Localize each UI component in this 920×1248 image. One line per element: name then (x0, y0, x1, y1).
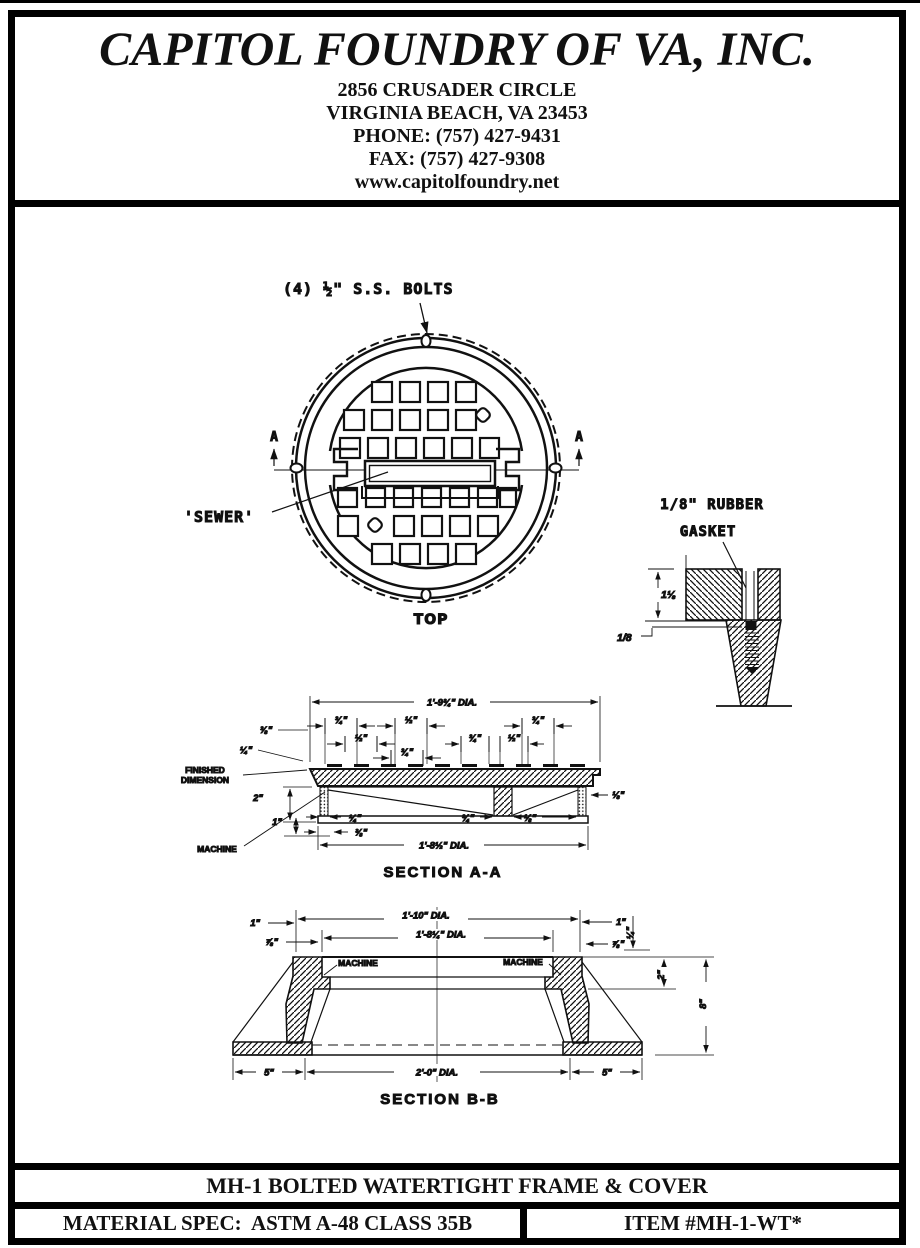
bb-dia-seat: 1'-8¼" DIA. (416, 930, 466, 941)
bb-dim-1-right: 1" (616, 917, 626, 928)
bb-dia-top: 1'-10" DIA. (402, 911, 449, 922)
phone-line: PHONE: (757) 427-9431 (353, 125, 561, 147)
address-line1: 2856 CRUSADER CIRCLE (337, 79, 577, 101)
aa-dim-r2b: ¾" (469, 733, 482, 744)
technical-drawing: A A (180, 280, 792, 1109)
section-marker-a-left: A (270, 430, 278, 445)
title-block-row: MATERIAL SPEC: ASTM A-48 CLASS 35B ITEM … (15, 1202, 899, 1238)
aa-bdim-34: ¾" (462, 813, 475, 824)
cover-cross-section (685, 568, 743, 621)
frame-wall-right (544, 956, 590, 1044)
surface-pattern-dashes (327, 764, 585, 767)
website-line: www.capitolfoundry.net (354, 171, 560, 193)
gasket-label-line2: GASKET (680, 524, 737, 540)
aa-dim-r2a: ½" (355, 733, 368, 744)
aa-dim-18-right: ⅛" (612, 790, 625, 801)
section-bb: MACHINE MACHINE 1'-10" DIA. 1'-8¼" DIA. (232, 907, 714, 1109)
sewer-label: 'SEWER' (184, 508, 254, 526)
gasket-dim-cover: 1⅛ (661, 589, 676, 601)
aa-dim-r3: ¾" (401, 747, 414, 758)
bb-dim-78-right: ⅞" (612, 939, 625, 950)
aa-dim-r1c: ¾" (532, 715, 545, 726)
bb-dim-78-left: ⅞" (266, 937, 279, 948)
address-line2: VIRGINIA BEACH, VA 23453 (326, 102, 588, 124)
cover-plate (308, 768, 601, 787)
item-number: ITEM #MH-1-WT* (624, 1211, 802, 1235)
aa-dim-38: ⅜" (260, 725, 273, 736)
item-number-cell: ITEM #MH-1-WT* (527, 1209, 899, 1238)
sewer-slot (363, 459, 497, 488)
bolts-label: (4) ½" S.S. BOLTS (283, 280, 454, 298)
section-aa: 1'-9¾" DIA. ¾" ½" ¾" (180, 696, 625, 882)
bb-dim-quarter: ¼" (625, 926, 636, 939)
drawing-area: A A (15, 207, 899, 1163)
aa-dim-r2c: ½" (508, 733, 521, 744)
left-rib (319, 786, 329, 817)
top-view-label: TOP (414, 612, 449, 628)
gasket-label-line1: 1/8" RUBBER (660, 497, 764, 513)
page-border-frame: CAPITOL FOUNDRY OF VA, INC. 2856 CRUSADE… (8, 10, 906, 1245)
aa-dim-r1b: ½" (405, 715, 418, 726)
left-bracket (332, 447, 358, 492)
machine-label-bb-right: MACHINE (503, 957, 543, 967)
aa-dia-bottom: 1'-8½" DIA. (419, 841, 469, 852)
center-rib (493, 786, 513, 817)
bb-base-dia: 2'-0" DIA. (415, 1068, 458, 1079)
bolt-threads (745, 632, 759, 674)
fax-line: FAX: (757) 427-9308 (368, 148, 546, 170)
machine-label-aa: MACHINE (197, 844, 237, 854)
company-header: CAPITOL FOUNDRY OF VA, INC. 2856 CRUSADE… (15, 17, 899, 200)
aa-bdim-38: ⅜" (355, 828, 368, 839)
finished-dimension-label-2: DIMENSION (181, 775, 229, 785)
gasket-detail: 1/8" RUBBER GASKET (617, 497, 792, 707)
aa-bdim-14: ¼" (349, 813, 362, 824)
bb-base-right: 5" (602, 1068, 612, 1079)
right-bracket (496, 447, 521, 492)
top-view: A A (184, 280, 584, 629)
base-flange-right (562, 1041, 643, 1056)
material-spec: MATERIAL SPEC: ASTM A-48 CLASS 35B (62, 1211, 473, 1235)
right-rib (577, 786, 587, 817)
machine-label-bb-left: MACHINE (338, 958, 378, 968)
aa-dim-1: 1" (272, 817, 282, 828)
section-bb-title: SECTION B-B (380, 1091, 500, 1108)
bb-dim-1-left: 1" (250, 918, 260, 929)
aa-bdim-18: ⅛" (524, 813, 537, 824)
bolt-head (745, 621, 757, 630)
finished-dimension-label-1: FINISHED (185, 765, 225, 775)
bb-dim-height: 8" (698, 999, 709, 1009)
aa-dim-2: 2" (252, 793, 263, 804)
bb-base-left: 5" (264, 1068, 274, 1079)
bb-dim-two: 2" (656, 970, 667, 981)
slot-underline (361, 486, 499, 499)
base-flange-left (232, 1041, 313, 1056)
frame-lip (757, 568, 781, 621)
aa-dim-14: ¼" (240, 745, 253, 756)
section-aa-title: SECTION A-A (384, 864, 503, 881)
aa-dim-r1a: ¾" (335, 715, 348, 726)
scan-edge (0, 0, 920, 3)
aa-dia-top: 1'-9¾" DIA. (427, 698, 477, 709)
drawing-title-bar: MH-1 BOLTED WATERTIGHT FRAME & COVER (15, 1163, 899, 1202)
section-marker-a-right: A (575, 430, 583, 445)
header-divider (15, 200, 899, 207)
company-name: CAPITOL FOUNDRY OF VA, INC. (99, 23, 815, 76)
cover-grid-pattern (336, 380, 518, 566)
frame-wall-left (285, 956, 331, 1044)
bolt-holes (289, 334, 563, 602)
gasket-dim-thickness: 1/8 (617, 632, 632, 644)
drawing-title: MH-1 BOLTED WATERTIGHT FRAME & COVER (206, 1173, 708, 1198)
material-spec-cell: MATERIAL SPEC: ASTM A-48 CLASS 35B (15, 1209, 527, 1238)
